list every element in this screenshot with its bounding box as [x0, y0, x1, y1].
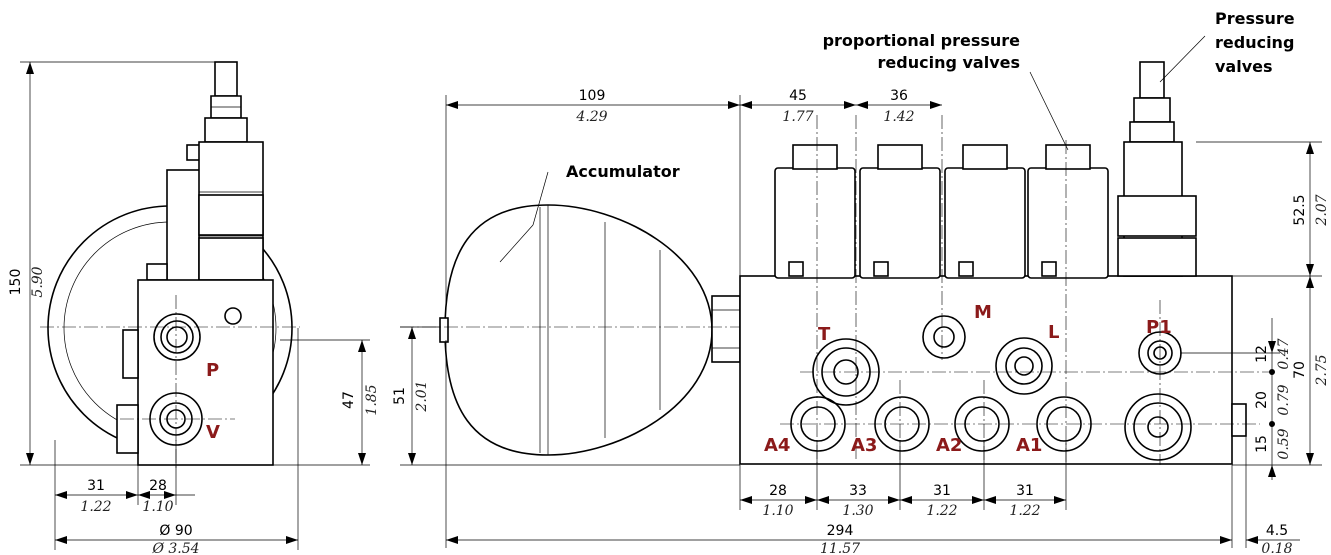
dim-31-side: 31: [87, 478, 105, 494]
port-labels: P V T M L P1 A4 A3 A2 A1: [206, 302, 1172, 456]
side-view: [40, 61, 300, 470]
dim-31-bottom-b-in: 1.22: [1009, 503, 1040, 519]
front-view: [400, 61, 1270, 465]
port-label-a3: A3: [851, 435, 877, 456]
dim-d90: Ø 90: [159, 523, 192, 539]
callout-pressure-line1: Pressure: [1215, 9, 1295, 28]
solenoid-row: [774, 144, 1109, 279]
dim-31-bottom-a: 31: [933, 483, 951, 499]
dimension-texts: 150 5.90 47 1.85 31 1.22 28 1.10 Ø 90 Ø …: [8, 88, 1330, 555]
dim-28-bottom-in: 1.10: [762, 503, 793, 519]
port-label-p: P: [206, 360, 219, 381]
dimension-lines: [20, 35, 1322, 550]
dim-51-in: 2.01: [414, 380, 430, 412]
port-label-m: M: [974, 302, 992, 323]
dim-12-in: 0.47: [1276, 338, 1292, 369]
port-label-l: L: [1048, 322, 1059, 343]
dim-28-side-in: 1.10: [142, 499, 173, 515]
dim-45: 45: [789, 88, 807, 104]
callout-proportional-line2: reducing valves: [878, 53, 1020, 72]
dim-4-5: 4.5: [1266, 523, 1288, 539]
port-label-a4: A4: [764, 435, 790, 456]
dim-109: 109: [579, 88, 606, 104]
dim-15-in: 0.59: [1276, 428, 1292, 459]
dim-36: 36: [890, 88, 908, 104]
dim-150-in: 5.90: [30, 266, 46, 297]
callouts: Accumulator proportional pressure reduci…: [566, 9, 1295, 181]
dim-294-in: 11.57: [820, 541, 860, 555]
dim-70-in: 2.75: [1314, 354, 1330, 386]
dim-33-bottom: 33: [849, 483, 867, 499]
dim-109-in: 4.29: [575, 109, 607, 125]
dim-20: 20: [1254, 391, 1270, 409]
pressure-reducing-valve: [1117, 61, 1197, 277]
dim-31-bottom-b: 31: [1016, 483, 1034, 499]
dim-52-5-in: 2.07: [1314, 194, 1330, 226]
dim-45-in: 1.77: [782, 109, 813, 125]
dim-52-5: 52.5: [1292, 194, 1308, 225]
dim-36-in: 1.42: [883, 109, 914, 125]
port-label-v: V: [206, 422, 220, 443]
dim-33-bottom-in: 1.30: [842, 503, 873, 519]
port-label-t: T: [818, 324, 831, 345]
dim-51: 51: [392, 387, 408, 405]
dim-47: 47: [341, 391, 357, 409]
dim-4-5-in: 0.18: [1261, 541, 1292, 555]
dim-d90-in: Ø 3.54: [151, 541, 199, 555]
dim-20-in: 0.79: [1276, 384, 1292, 415]
dim-28-bottom: 28: [769, 483, 787, 499]
dim-28-side: 28: [149, 478, 167, 494]
dim-15: 15: [1254, 435, 1270, 453]
callout-pressure-line3: valves: [1215, 57, 1273, 76]
dim-31-side-in: 1.22: [80, 499, 111, 515]
dim-150: 150: [8, 269, 24, 296]
port-label-a2: A2: [936, 435, 962, 456]
port-label-p1: P1: [1146, 317, 1172, 338]
dim-294: 294: [827, 523, 854, 539]
port-label-a1: A1: [1016, 435, 1042, 456]
dim-12: 12: [1254, 345, 1270, 363]
callout-proportional-line1: proportional pressure: [823, 31, 1021, 50]
dim-70: 70: [1292, 361, 1308, 379]
callout-accumulator: Accumulator: [566, 162, 680, 181]
callout-pressure-line2: reducing: [1215, 33, 1294, 52]
dim-31-bottom-a-in: 1.22: [926, 503, 957, 519]
dim-47-in: 1.85: [364, 384, 380, 415]
